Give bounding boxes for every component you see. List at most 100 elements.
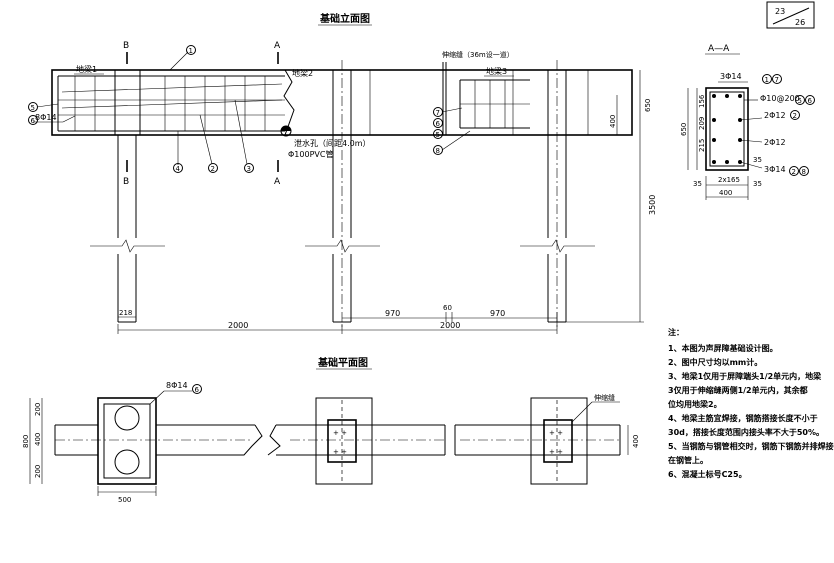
label-spacing: 2x165 xyxy=(718,176,740,184)
elevation-dimensions: 218 2000 970 60 970 2000 400 650 3500 xyxy=(117,70,657,334)
section-callout-2b: 2 xyxy=(792,168,796,176)
callout-5: 5 xyxy=(31,104,35,112)
page-total: 26 xyxy=(795,18,805,27)
label-bot-bar: 3Φ14 xyxy=(764,165,786,174)
section-callout-2: 2 xyxy=(793,112,797,120)
callout-7: 7 xyxy=(436,109,440,117)
dim-60: 60 xyxy=(443,304,452,312)
footing-right xyxy=(530,397,588,485)
note-line: 3、地梁1仅用于屏障端头1/2单元内，地梁 xyxy=(668,372,822,381)
plan-view: 基础平面图 + + + + + + + xyxy=(22,356,640,504)
plan-dim-200-bottom: 200 xyxy=(34,465,42,478)
pile-middle xyxy=(305,60,380,330)
dim-650: 650 xyxy=(644,99,652,112)
elevation-view: 基础立面图 xyxy=(28,12,657,334)
note-line: 在钢管上。 xyxy=(668,456,708,465)
page-current: 23 xyxy=(775,7,785,16)
note-line: 位均用地梁2。 xyxy=(668,400,722,409)
drawing-canvas: 23 26 基础立面图 xyxy=(22,1,815,504)
callout-6: 6 xyxy=(31,117,36,125)
note-line: 1、本图为声屏障基础设计图。 xyxy=(668,344,778,353)
dim-35-right: 35 xyxy=(753,180,762,188)
joint-area xyxy=(369,62,589,135)
dim-209: 209 xyxy=(698,117,706,130)
callout-4: 4 xyxy=(176,165,181,173)
notes-block: 注： 1、本图为声屏障基础设计图。 2、图中尺寸均以mm计。 3、地梁1仅用于屏… xyxy=(668,326,834,482)
beam1-cage xyxy=(57,70,285,135)
section-outline xyxy=(705,87,749,171)
label-drain1: 泄水孔（间距4.0m） xyxy=(294,138,371,148)
plan-dim-800: 800 xyxy=(22,435,30,448)
plan-label-joint: 伸缩缝 xyxy=(594,393,615,402)
note-line: 30d，搭接长度范围内接头率不大于50%。 xyxy=(668,428,825,437)
section-callout-5: 5 xyxy=(798,97,802,105)
label-beam3: 地梁3 xyxy=(486,66,507,76)
section-aa: A—A 3Φ14 1 7 Φ10@200 5 6 2Φ12 2Φ12 2 3Φ1… xyxy=(680,44,815,200)
plan-title: 基础平面图 xyxy=(317,356,368,369)
section-callout-1: 1 xyxy=(765,76,769,84)
label-beam2: 地梁2 xyxy=(292,68,313,78)
callout-2: 2 xyxy=(211,165,215,173)
dim-35-left: 35 xyxy=(693,180,702,188)
callout-6b: 6 xyxy=(436,120,441,128)
section-callout-6: 6 xyxy=(808,97,813,105)
note-line: 6、混凝土标号C25。 xyxy=(668,470,747,479)
plan-dim-400: 400 xyxy=(34,433,42,446)
dim-156: 156 xyxy=(698,94,706,108)
pile-left xyxy=(90,135,165,323)
notes-header: 注： xyxy=(668,328,684,337)
dim-970-left: 970 xyxy=(385,309,400,318)
plan-dim-200-top: 200 xyxy=(34,403,42,416)
pile-circle-bottom xyxy=(114,449,140,475)
label-mid2: 2Φ12 xyxy=(764,138,786,147)
callout-1: 1 xyxy=(189,47,193,55)
dim-400: 400 xyxy=(609,115,617,128)
note-line: 5、当钢筋与钢管相交时，钢筋下钢筋并排焊接 xyxy=(668,442,834,451)
label-stirrup: Φ10@200 xyxy=(760,94,800,103)
dim-35-side: 35 xyxy=(753,156,762,164)
svg-text:+ +: + + xyxy=(549,429,563,437)
label-mid1: 2Φ12 xyxy=(764,111,786,120)
drawing-sheet: 23 26 基础立面图 xyxy=(22,1,834,504)
note-line: 3仅用于伸缩缝两侧1/2单元内，其余都 xyxy=(668,386,808,395)
dim-215: 215 xyxy=(698,139,706,152)
section-title: A—A xyxy=(708,44,730,54)
pile-circle-top xyxy=(114,405,140,431)
elevation-callouts: 1 5 6 4 2 3 7 6 5 8 xyxy=(28,45,471,173)
dim-218: 218 xyxy=(119,309,132,317)
page-badge: 23 26 xyxy=(766,1,815,29)
svg-text:+ +: + + xyxy=(549,448,563,456)
section-mark-a-bottom: A xyxy=(274,177,281,187)
label-drain2: Φ100PVC管 xyxy=(288,149,333,159)
section-stirrup xyxy=(709,91,745,167)
section-marks: B B A A xyxy=(123,41,281,187)
label-top-bar: 3Φ14 xyxy=(720,72,742,81)
elevation-title: 基础立面图 xyxy=(319,12,370,25)
dim-2000-left: 2000 xyxy=(228,321,248,330)
callout-8: 8 xyxy=(436,147,440,155)
dim-650-section: 650 xyxy=(680,123,688,136)
callout-5b: 5 xyxy=(436,131,440,139)
svg-text:+ +: + + xyxy=(333,429,347,437)
footing-middle xyxy=(315,397,373,485)
section-callout-7: 7 xyxy=(775,76,779,84)
callout-3: 3 xyxy=(247,165,251,173)
plan-dim-500: 500 xyxy=(118,496,131,504)
section-mark-b-bottom: B xyxy=(123,177,129,187)
label-joint: 伸缩缝（36m设一道） xyxy=(442,50,514,59)
beam-break-line xyxy=(283,69,295,136)
svg-text:+ +: + + xyxy=(333,448,347,456)
section-mark-b-top: B xyxy=(123,41,129,51)
plan-callout-6: 6 xyxy=(195,386,200,394)
footing-outline xyxy=(97,397,157,485)
plan-dim-400-right: 400 xyxy=(632,435,640,448)
dim-2000-right: 2000 xyxy=(440,321,460,330)
pile-right xyxy=(520,60,595,330)
dim-970-right: 970 xyxy=(490,309,505,318)
section-mark-a-top: A xyxy=(274,41,281,51)
note-line: 4、地梁主筋宜焊接，钢筋搭接长度不小于 xyxy=(668,414,818,423)
dim-400-section: 400 xyxy=(719,189,732,197)
plan-label-bar: 8Φ14 xyxy=(166,381,188,390)
section-callout-8: 8 xyxy=(802,168,806,176)
label-8phi14: 8Φ14 xyxy=(35,113,57,122)
